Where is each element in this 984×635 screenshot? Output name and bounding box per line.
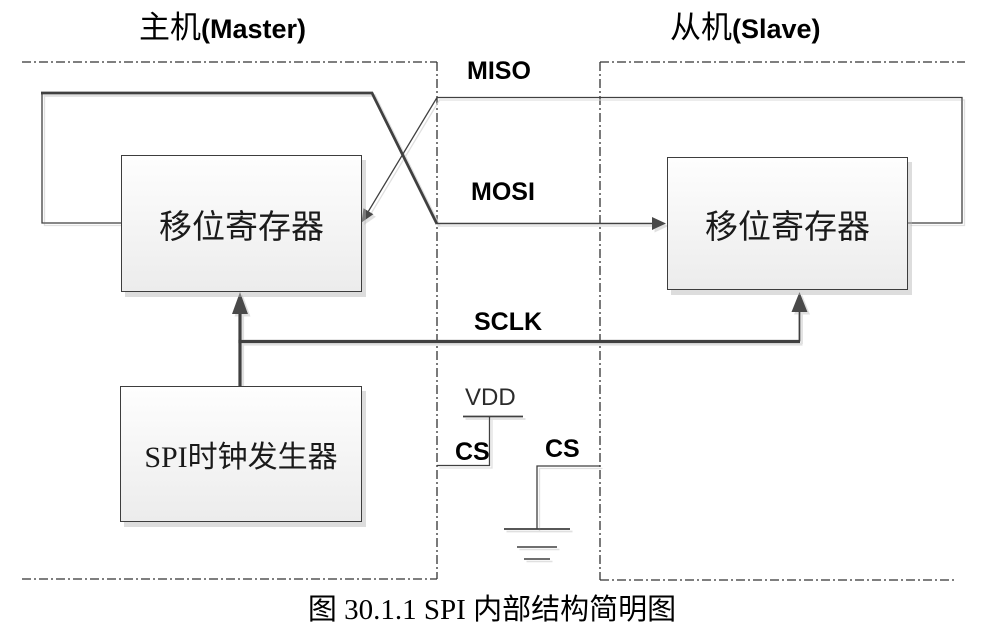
miso-arrowhead-icon bbox=[361, 208, 374, 223]
master-title: 主机(Master) bbox=[139, 12, 306, 43]
master-cs-net bbox=[437, 415, 523, 467]
slave-cs-wire bbox=[536, 465, 600, 529]
master-shift-register-box: 移位寄存器 bbox=[121, 155, 362, 292]
mosi-loop-top-diagonal bbox=[41, 91, 439, 225]
mosi-arrowhead-icon bbox=[652, 217, 666, 230]
sclk-wire bbox=[232, 292, 808, 386]
slave-shift-register-box: 移位寄存器 bbox=[667, 157, 908, 290]
mosi-loop-left bbox=[41, 94, 121, 224]
vdd-label: VDD bbox=[465, 384, 516, 411]
master-cs-wire bbox=[437, 417, 491, 467]
miso-label: MISO bbox=[467, 57, 531, 85]
slave-cs-net bbox=[504, 465, 600, 560]
sclk-slave-arrowhead-icon bbox=[791, 292, 808, 312]
slave-region-border bbox=[599, 61, 965, 581]
sclk-master-arrowhead-icon bbox=[232, 292, 248, 314]
master-title-cn: 主机 bbox=[139, 10, 201, 45]
slave-cs-label: CS bbox=[545, 435, 580, 463]
mosi-wire bbox=[41, 91, 666, 230]
mosi-label: MOSI bbox=[471, 178, 535, 206]
figure-caption: 图 30.1.1 SPI 内部结构简明图 bbox=[307, 594, 677, 626]
slave-title-en: (Slave) bbox=[732, 14, 821, 44]
slave-title-cn: 从机 bbox=[670, 10, 732, 45]
master-region-border bbox=[22, 61, 438, 580]
sclk-label: SCLK bbox=[474, 308, 543, 336]
miso-wire bbox=[361, 96, 963, 224]
master-cs-label: CS bbox=[455, 438, 490, 466]
miso-loop-and-diagonal bbox=[367, 96, 963, 224]
master-title-en: (Master) bbox=[201, 14, 307, 44]
ground-symbol-icon bbox=[504, 528, 570, 560]
spi-clock-generator-box: SPI时钟发生器 bbox=[120, 386, 362, 522]
slave-title: 从机(Slave) bbox=[670, 12, 821, 43]
